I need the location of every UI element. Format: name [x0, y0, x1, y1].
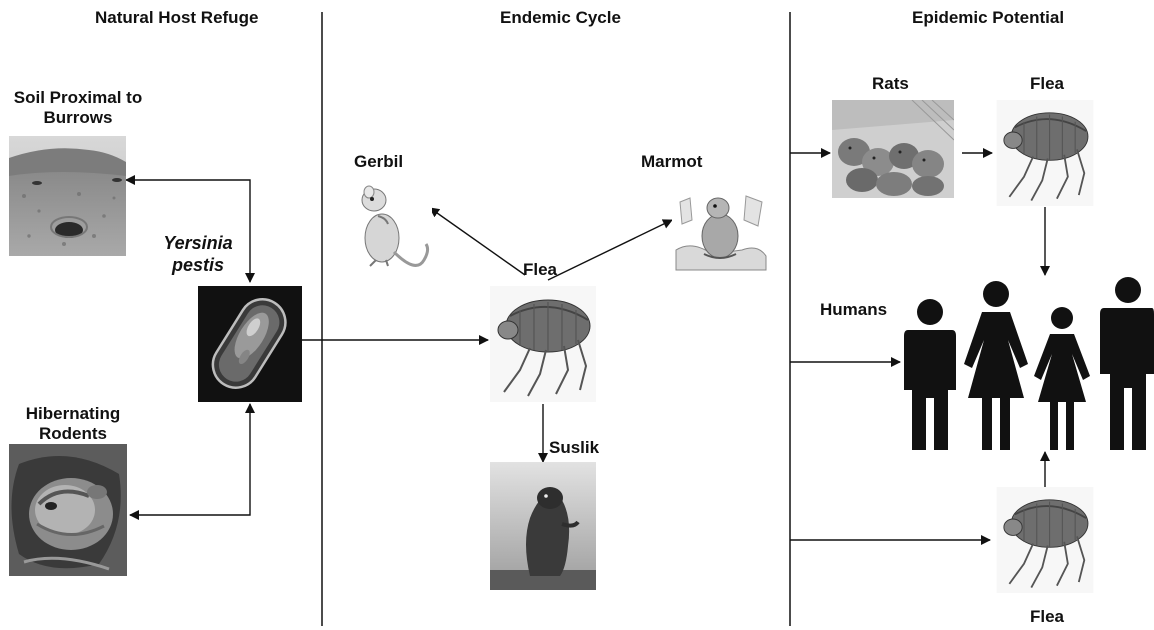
label-yersinia-pestis: Yersinia pestis: [158, 232, 238, 276]
label-humans: Humans: [820, 300, 887, 320]
humans-group: [898, 274, 1154, 454]
section-heading-epidemic-potential: Epidemic Potential: [912, 8, 1064, 28]
label-suslik: Suslik: [549, 438, 599, 458]
section-heading-endemic-cycle: Endemic Cycle: [500, 8, 621, 28]
label-hibernating-rodents: Hibernating Rodents: [0, 404, 146, 444]
label-flea-center: Flea: [523, 260, 557, 280]
flea-drawing-top-right: [992, 100, 1098, 206]
label-yersinia-line1: Yersinia: [158, 232, 238, 254]
marmot-drawing: [672, 180, 770, 274]
hibernating-rodent-photo: [9, 444, 127, 576]
label-gerbil: Gerbil: [354, 152, 403, 172]
gerbil-drawing: [356, 174, 432, 284]
label-hibernating-line1: Hibernating: [0, 404, 146, 424]
label-flea-top-right: Flea: [1030, 74, 1064, 94]
flea-drawing-center: [490, 286, 596, 402]
human-silhouette-icon: [964, 281, 1028, 450]
human-silhouette-icon: [1100, 277, 1154, 450]
arrow-hibernating-yersinia: [130, 404, 250, 515]
soil-burrow-photo: [9, 136, 126, 256]
label-soil-proximal: Soil Proximal to Burrows: [0, 88, 156, 128]
label-soil-line2: Burrows: [0, 108, 156, 128]
label-hibernating-line2: Rodents: [0, 424, 146, 444]
arrow-flea-marmot: [548, 220, 672, 280]
label-soil-line1: Soil Proximal to: [0, 88, 156, 108]
label-rats: Rats: [872, 74, 909, 94]
section-heading-natural-host-refuge: Natural Host Refuge: [95, 8, 258, 28]
flea-drawing-bottom-right: [992, 487, 1098, 593]
label-flea-bottom-right: Flea: [1030, 607, 1064, 627]
suslik-photo: [490, 462, 596, 590]
label-marmot: Marmot: [641, 152, 702, 172]
rats-photo: [832, 100, 954, 198]
label-yersinia-line2: pestis: [158, 254, 238, 276]
arrow-flea-gerbil: [430, 208, 525, 275]
bacterium-micrograph: [198, 286, 302, 402]
human-silhouette-icon: [904, 299, 956, 450]
human-silhouette-icon: [1034, 307, 1090, 450]
